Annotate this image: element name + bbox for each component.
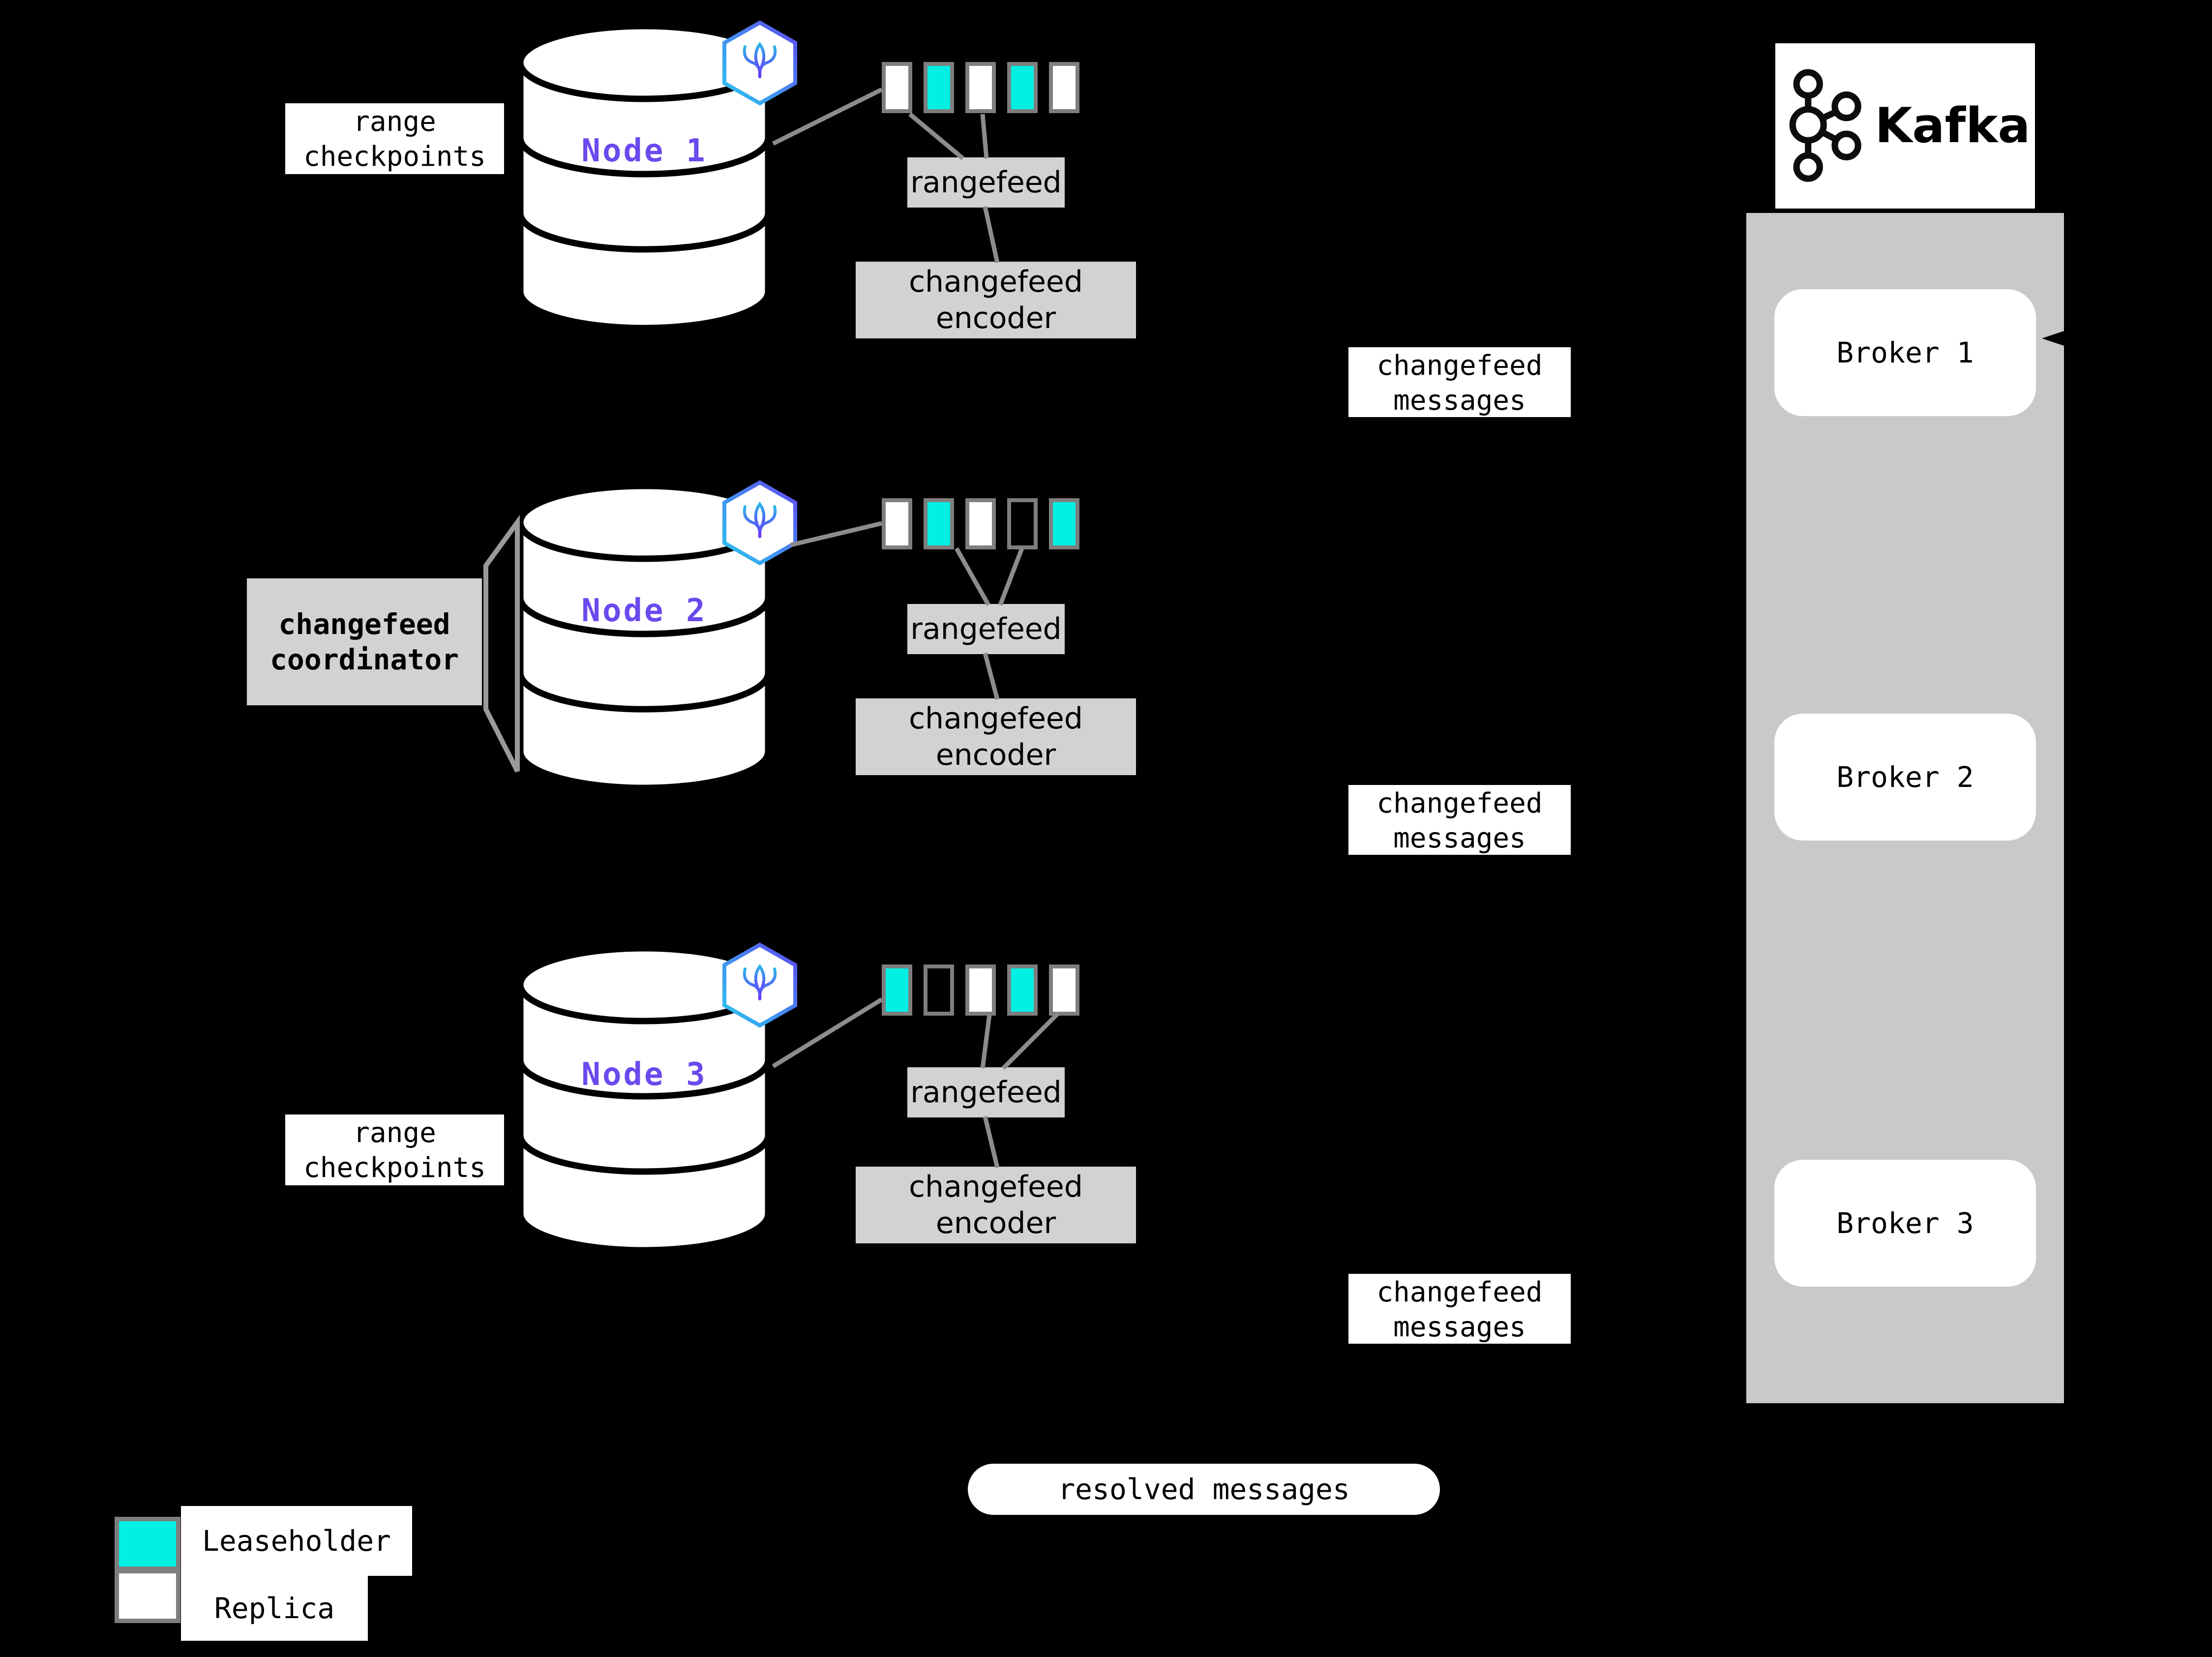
encoder-line2: encoder [935, 301, 1056, 335]
node1-range-row [882, 62, 1079, 113]
rangefeed-box-3: rangefeed [907, 1067, 1065, 1117]
messages-line2: messages [1393, 1311, 1526, 1343]
broker-1: Broker 1 [1774, 289, 2036, 416]
range-replica [965, 62, 996, 113]
changefeed-coordinator-box: changefeed coordinator [247, 578, 482, 705]
node1-cylinder [517, 23, 772, 331]
rangefeed-label: rangefeed [910, 1075, 1062, 1110]
legend-replica-label: Replica [181, 1576, 368, 1641]
range-leaseholder [1007, 964, 1038, 1016]
cockroachdb-icon [722, 480, 797, 566]
range-replica [882, 62, 912, 113]
coordinator-line1: changefeed [278, 607, 450, 641]
encoder-line2: encoder [935, 738, 1056, 772]
range-replica [965, 964, 996, 1016]
changefeed-encoder-box-2: changefeed encoder [856, 698, 1136, 775]
coordinator-line2: coordinator [269, 643, 459, 676]
changefeed-encoder-box-1: changefeed encoder [856, 262, 1136, 338]
node2-cylinder [517, 482, 772, 791]
messages-line2: messages [1393, 385, 1526, 417]
broker-2: Broker 2 [1774, 714, 2036, 841]
range-replica [882, 498, 912, 549]
range-checkpoints-line2: checkpoints [303, 141, 486, 173]
range-replica [1049, 62, 1079, 113]
range-leaseholder [882, 964, 912, 1016]
range-leaseholder [924, 498, 954, 549]
range-replica [1049, 964, 1079, 1016]
node2-label: Node 2 [581, 593, 707, 629]
range-checkpoints-line1: range [353, 1117, 436, 1149]
encoder-line2: encoder [935, 1206, 1056, 1240]
changefeed-messages-label-1: changefeed messages [1348, 347, 1571, 417]
node1-label: Node 1 [581, 133, 707, 169]
rangefeed-box-2: rangefeed [907, 604, 1065, 654]
range-empty [1007, 498, 1038, 549]
range-checkpoints-line1: range [353, 106, 436, 138]
node3-label: Node 3 [581, 1056, 707, 1093]
broker-3: Broker 3 [1774, 1160, 2036, 1287]
changefeed-encoder-box-3: changefeed encoder [856, 1167, 1136, 1243]
messages-line1: changefeed [1376, 787, 1543, 819]
range-replica [965, 498, 996, 549]
rangefeed-box-1: rangefeed [907, 157, 1065, 208]
kafka-logo-box: Kafka [1775, 43, 2035, 209]
resolved-messages-label: resolved messages [968, 1464, 1440, 1515]
node3-range-row [882, 964, 1079, 1016]
node2-range-row [882, 498, 1079, 549]
legend-replica-text: Replica [214, 1592, 335, 1625]
changefeed-messages-label-2: changefeed messages [1348, 785, 1571, 855]
cockroachdb-icon [722, 20, 797, 106]
range-leaseholder [1049, 498, 1079, 549]
encoder-line1: changefeed [909, 1170, 1083, 1204]
messages-line1: changefeed [1376, 1276, 1543, 1308]
range-checkpoints-line2: checkpoints [303, 1152, 486, 1184]
messages-line2: messages [1393, 822, 1526, 854]
range-checkpoints-label-bottom: range checkpoints [285, 1115, 504, 1185]
rangefeed-label: rangefeed [910, 612, 1062, 646]
legend-leaseholder-label: Leaseholder [181, 1506, 412, 1576]
encoder-line1: changefeed [909, 265, 1083, 299]
legend-replica-swatch [115, 1569, 180, 1623]
changefeed-messages-label-3: changefeed messages [1348, 1274, 1571, 1344]
cockroachdb-icon [722, 942, 797, 1028]
range-checkpoints-label-top: range checkpoints [285, 103, 504, 174]
legend-leaseholder-swatch [115, 1517, 180, 1571]
kafka-icon [1790, 69, 1862, 182]
encoder-line1: changefeed [909, 701, 1083, 736]
kafka-wordmark: Kafka [1875, 98, 2031, 154]
legend-leaseholder-text: Leaseholder [202, 1524, 391, 1558]
messages-line1: changefeed [1376, 350, 1543, 382]
range-empty [924, 964, 954, 1016]
range-leaseholder [1007, 62, 1038, 113]
node3-cylinder [517, 945, 772, 1254]
range-leaseholder [924, 62, 954, 113]
rangefeed-label: rangefeed [910, 165, 1062, 200]
